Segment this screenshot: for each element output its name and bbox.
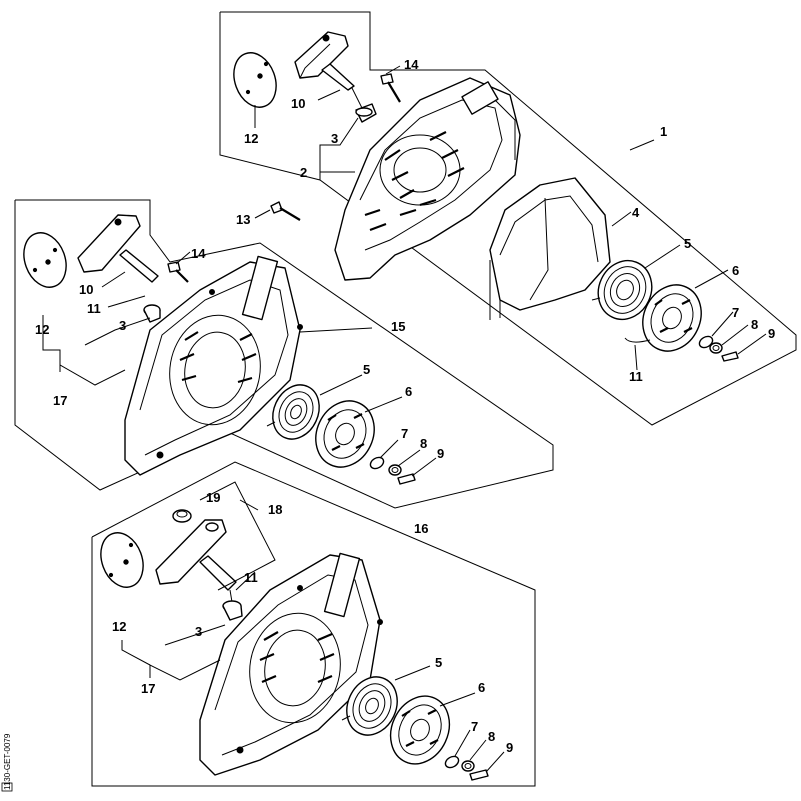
label-g1-4: 4 <box>632 205 640 220</box>
group16-spring-part <box>341 676 398 736</box>
label-g15-14: 14 <box>191 246 206 261</box>
label-g16-12: 12 <box>112 619 126 634</box>
group16-grip-part <box>155 519 237 603</box>
label-g16-17: 17 <box>141 681 155 696</box>
label-g1-10: 10 <box>291 96 305 111</box>
group1-cover-part <box>489 177 611 320</box>
label-g15-10: 10 <box>79 282 93 297</box>
label-g1-2: 2 <box>300 165 307 180</box>
group15-bushing-part <box>143 304 161 323</box>
reference-box <box>1 782 13 792</box>
label-g1-7: 7 <box>732 305 739 320</box>
label-g15-7: 7 <box>401 426 408 441</box>
label-g15-8: 8 <box>420 436 427 451</box>
label-g1-8: 8 <box>751 317 758 332</box>
group15-disc-part <box>23 232 67 288</box>
label-g16-11: 11 <box>244 570 258 585</box>
group1-spring-part <box>591 259 653 321</box>
label-g16-16: 16 <box>414 521 428 536</box>
group1-screw-part <box>380 73 401 103</box>
label-g16-18: 18 <box>268 502 282 517</box>
group16-small-parts <box>444 755 489 781</box>
label-g16-9: 9 <box>506 740 513 755</box>
group-16-frame <box>91 461 536 787</box>
label-g15-11: 11 <box>87 301 101 316</box>
group16-housing-part <box>199 552 383 776</box>
label-g1-12: 12 <box>244 131 258 146</box>
group15-spring-part <box>266 384 320 440</box>
group16-cap-part <box>172 509 192 523</box>
group1-small-parts <box>698 335 739 362</box>
label-g15-9: 9 <box>437 446 444 461</box>
group16-rotor-part <box>389 695 451 765</box>
label-g15-5: 5 <box>363 362 370 377</box>
group15-rotor-part <box>315 400 375 468</box>
leader-lines <box>42 65 767 773</box>
group1-rotor-part <box>624 284 702 352</box>
label-g15-12: 12 <box>35 322 49 337</box>
group-15-frame <box>14 199 554 509</box>
group15-small-parts <box>369 456 416 485</box>
group15-grip-part <box>77 214 159 283</box>
label-g1-14: 14 <box>404 57 419 72</box>
label-g1-9: 9 <box>768 326 775 341</box>
group15-housing-part <box>124 255 303 476</box>
label-g15-17: 17 <box>53 393 67 408</box>
label-g1-6: 6 <box>732 263 739 278</box>
label-g1-13: 13 <box>236 212 250 227</box>
label-g16-7: 7 <box>471 719 478 734</box>
group16-disc-part <box>100 532 144 588</box>
label-g1-5: 5 <box>684 236 691 251</box>
label-g15-6: 6 <box>405 384 412 399</box>
label-g16-19: 19 <box>206 490 220 505</box>
label-g16-6: 6 <box>478 680 485 695</box>
label-g16-8: 8 <box>488 729 495 744</box>
reference-code: 1130-GET-0079 <box>3 733 12 790</box>
group1-housing-part <box>334 77 521 281</box>
label-g1-11: 11 <box>629 369 643 384</box>
group1-bushing-part <box>355 103 377 123</box>
group16-bushing-part <box>222 600 243 621</box>
label-g16-5: 5 <box>435 655 442 670</box>
group15-screw-part <box>167 261 189 283</box>
label-g1-1: 1 <box>660 124 667 139</box>
group1-screw13-part <box>270 201 301 221</box>
label-g1-3: 3 <box>331 131 338 146</box>
group1-grip-part <box>294 31 363 109</box>
group1-disc-part <box>233 52 277 108</box>
label-g16-3: 3 <box>195 624 202 639</box>
label-g15-3: 3 <box>119 318 126 333</box>
label-g15-15: 15 <box>391 319 405 334</box>
group-1-frame <box>219 11 797 426</box>
